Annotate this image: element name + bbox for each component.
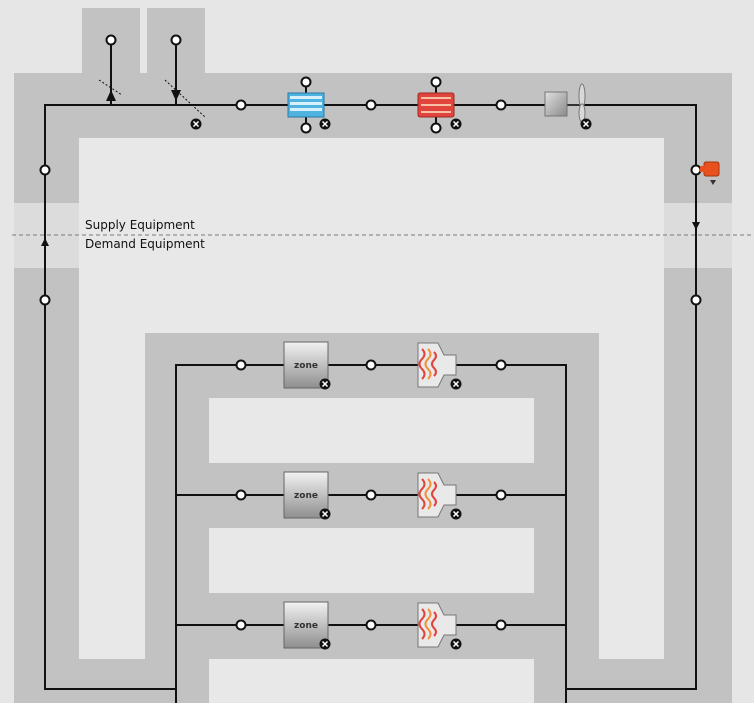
heating-coil-icon[interactable] <box>417 92 455 118</box>
fan-icon[interactable] <box>544 83 586 123</box>
svg-text:zone: zone <box>294 621 318 631</box>
node-icon <box>495 489 507 501</box>
zone-icon[interactable]: zone <box>283 471 329 519</box>
node-icon <box>365 619 377 631</box>
remove-icon[interactable] <box>190 118 202 130</box>
svg-text:zone: zone <box>294 361 318 371</box>
inner-areas <box>79 138 664 703</box>
flow-arrows <box>41 90 700 246</box>
zone-icon[interactable]: zone <box>283 601 329 649</box>
node-icon <box>235 619 247 631</box>
svg-text:zone: zone <box>294 491 318 501</box>
node-icon <box>690 294 702 306</box>
node-icon <box>495 359 507 371</box>
remove-icon[interactable] <box>580 118 592 130</box>
flow-arrow-icon <box>692 222 700 230</box>
flow-arrow-icon <box>41 238 49 246</box>
node-icon <box>495 99 507 111</box>
remove-icon[interactable] <box>319 638 331 650</box>
node-icon <box>430 122 442 134</box>
node-icon <box>170 34 182 46</box>
cooling-coil-icon[interactable] <box>287 92 325 118</box>
remove-icon[interactable] <box>450 508 462 520</box>
flow-arrow-icon <box>171 90 181 101</box>
remove-icon[interactable] <box>450 118 462 130</box>
node-icon <box>365 359 377 371</box>
coil-water-connections <box>305 86 437 124</box>
node-icon <box>430 76 442 88</box>
zone-icon[interactable]: zone <box>283 341 329 389</box>
node-icon <box>690 164 702 176</box>
node-icon <box>235 359 247 371</box>
terminal-unit-icon[interactable] <box>417 472 457 518</box>
node-icon <box>365 489 377 501</box>
remove-icon[interactable] <box>450 378 462 390</box>
flow-arrow-icon <box>106 90 116 101</box>
remove-icon[interactable] <box>319 508 331 520</box>
remove-icon[interactable] <box>319 118 331 130</box>
remove-icon[interactable] <box>319 378 331 390</box>
terminal-unit-icon[interactable] <box>417 602 457 648</box>
node-icon <box>300 122 312 134</box>
supply-equipment-label: Supply Equipment <box>85 218 195 232</box>
node-icon <box>39 164 51 176</box>
node-icon <box>235 99 247 111</box>
node-icon <box>365 99 377 111</box>
demand-equipment-label: Demand Equipment <box>85 237 205 251</box>
damper-icon <box>98 79 206 118</box>
node-icon <box>495 619 507 631</box>
setpoint-manager-icon[interactable] <box>700 161 720 185</box>
node-icon <box>105 34 117 46</box>
remove-icon[interactable] <box>450 638 462 650</box>
remove-buttons[interactable] <box>190 118 592 650</box>
node-icon <box>235 489 247 501</box>
terminal-unit-icon[interactable] <box>417 342 457 388</box>
node-icon <box>39 294 51 306</box>
node-icon <box>300 76 312 88</box>
